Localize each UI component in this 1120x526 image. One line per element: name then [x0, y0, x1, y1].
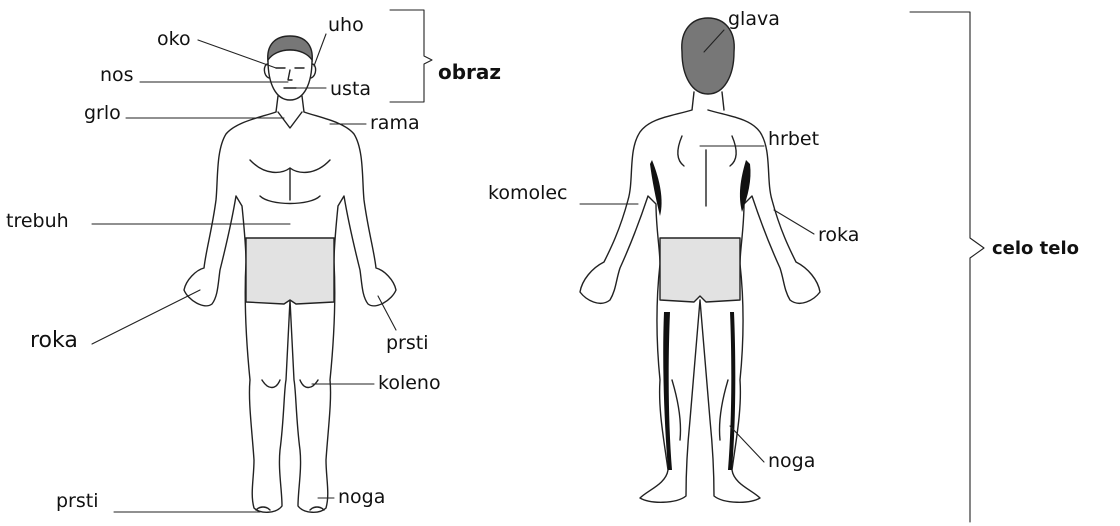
back-figure [580, 18, 820, 502]
label-roka-front: roka [30, 330, 78, 352]
front-head [268, 50, 312, 100]
label-glava: glava [728, 10, 780, 29]
label-oko: oko [157, 30, 191, 49]
label-noga-back: noga [768, 452, 815, 471]
label-rama: rama [370, 114, 420, 133]
line-roka-front [92, 290, 200, 344]
label-obraz: obraz [438, 62, 501, 82]
bracket-obraz [390, 10, 432, 102]
label-celo-telo: celo telo [992, 240, 1079, 258]
label-prsti-foot: prsti [56, 492, 99, 511]
bracket-celo-telo [910, 12, 984, 522]
label-komolec: komolec [488, 184, 568, 203]
line-uho [314, 34, 326, 66]
label-prsti-hand: prsti [386, 334, 429, 353]
front-figure [184, 36, 396, 512]
label-grlo: grlo [84, 104, 121, 123]
back-shorts [660, 238, 740, 302]
front-shorts [246, 238, 334, 304]
label-koleno: koleno [378, 374, 441, 393]
label-hrbet: hrbet [768, 130, 819, 149]
back-body-outline [580, 110, 820, 502]
label-trebuh: trebuh [6, 212, 69, 231]
line-oko [198, 40, 276, 68]
label-nos: nos [100, 66, 134, 85]
back-head [682, 18, 734, 94]
label-usta: usta [330, 80, 371, 99]
label-noga-front: noga [338, 488, 385, 507]
label-uho: uho [328, 16, 364, 35]
label-roka-back: roka [818, 226, 859, 245]
